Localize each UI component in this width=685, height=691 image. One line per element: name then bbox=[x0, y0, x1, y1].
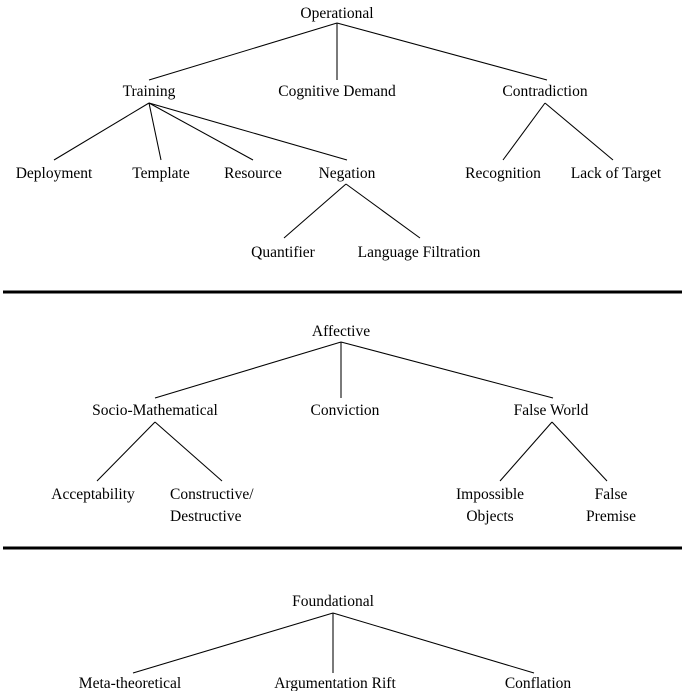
edge-training-negation bbox=[148, 102, 348, 161]
edge-socio-acceptability bbox=[96, 421, 156, 482]
edge-operational-training bbox=[148, 22, 338, 81]
node-resource: Resource bbox=[224, 165, 282, 182]
node-constructive-destructive-line1: Constructive/ bbox=[170, 486, 254, 503]
edge-training-template bbox=[148, 102, 162, 161]
edge-training-deployment bbox=[53, 102, 150, 161]
node-socio-mathematical: Socio-Mathematical bbox=[92, 402, 218, 419]
node-training: Training bbox=[123, 83, 176, 100]
edge-operational-contradiction bbox=[336, 22, 548, 81]
node-affective: Affective bbox=[312, 323, 370, 340]
node-impossible-objects-line2: Objects bbox=[466, 508, 513, 525]
edge-foundational-meta-theoretical bbox=[132, 612, 334, 674]
edge-training-resource bbox=[148, 102, 254, 161]
node-deployment: Deployment bbox=[16, 165, 93, 182]
edge-negation-language-filtration bbox=[345, 183, 421, 239]
edge-affective-false-world bbox=[340, 341, 554, 399]
edge-socio-constructive-destructive bbox=[154, 421, 223, 482]
node-language-filtration: Language Filtration bbox=[358, 244, 481, 261]
node-false-premise-line1: False bbox=[595, 486, 628, 503]
edge-contradiction-recognition bbox=[502, 102, 546, 161]
node-false-premise-line2: Premise bbox=[586, 508, 636, 525]
edge-false-world-impossible-objects bbox=[499, 421, 553, 482]
section-foundational: Foundational Meta-theoretical Argumentat… bbox=[79, 593, 572, 691]
edge-foundational-conflation bbox=[332, 612, 535, 674]
node-argumentation-rift: Argumentation Rift bbox=[274, 675, 396, 691]
node-operational: Operational bbox=[300, 5, 373, 22]
section-operational: Operational Training Cognitive Demand Co… bbox=[16, 5, 662, 261]
edge-negation-quantifier bbox=[283, 183, 347, 239]
node-conviction: Conviction bbox=[311, 402, 380, 419]
node-foundational: Foundational bbox=[292, 593, 374, 610]
edge-false-world-false-premise bbox=[551, 421, 608, 482]
node-false-world: False World bbox=[514, 402, 589, 419]
node-constructive-destructive-line2: Destructive bbox=[170, 508, 242, 525]
node-cognitive-demand: Cognitive Demand bbox=[278, 83, 396, 100]
section-affective: Affective Socio-Mathematical Conviction … bbox=[51, 323, 636, 525]
node-quantifier: Quantifier bbox=[251, 244, 316, 261]
node-recognition: Recognition bbox=[465, 165, 541, 182]
node-lack-of-target: Lack of Target bbox=[571, 165, 662, 182]
node-impossible-objects-line1: Impossible bbox=[456, 486, 524, 503]
edge-contradiction-lack-of-target bbox=[544, 102, 614, 161]
node-meta-theoretical: Meta-theoretical bbox=[79, 675, 181, 691]
node-acceptability: Acceptability bbox=[51, 486, 135, 503]
node-template: Template bbox=[132, 165, 190, 182]
node-contradiction: Contradiction bbox=[502, 83, 587, 100]
node-conflation: Conflation bbox=[505, 675, 572, 691]
node-negation: Negation bbox=[319, 165, 376, 182]
edge-affective-socio-mathematical bbox=[154, 341, 342, 399]
